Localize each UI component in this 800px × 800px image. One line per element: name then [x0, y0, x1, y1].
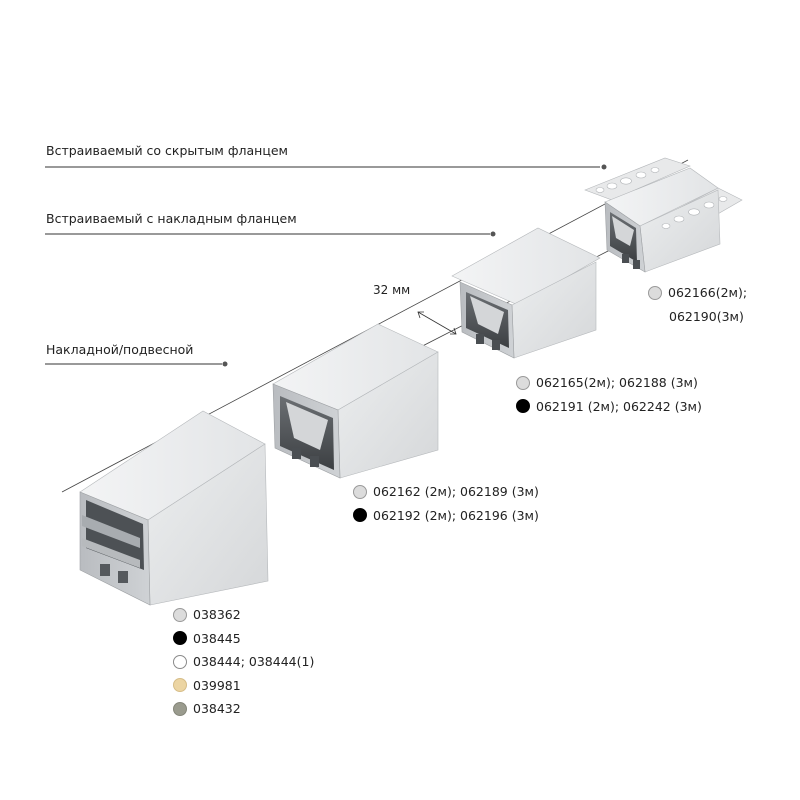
- color-swatch: [516, 399, 530, 414]
- color-swatch: [516, 375, 530, 390]
- color-swatch: [173, 678, 187, 693]
- color-swatch: [353, 484, 367, 499]
- article-code: 062165(2м); 062188 (3м): [536, 375, 698, 391]
- legend-item: 062162 (2м); 062189 (3м): [353, 480, 539, 504]
- color-swatch: [353, 508, 367, 523]
- profile-overlay-flange: [451, 227, 601, 359]
- legend-item: 062165(2м); 062188 (3м): [516, 371, 702, 395]
- article-code: 038432: [193, 701, 241, 717]
- article-code: 038444; 038444(1): [193, 654, 315, 670]
- legend-overlay-flange: 062165(2м); 062188 (3м) 062191 (2м); 062…: [516, 371, 702, 418]
- callout-dots: [222, 164, 607, 367]
- color-swatch: [173, 701, 187, 716]
- legend-item: 062166(2м);: [648, 281, 747, 305]
- legend-item: 038445: [173, 627, 314, 651]
- dimension-marker: [417, 311, 457, 335]
- article-code: 038445: [193, 630, 241, 646]
- legend-item: 038362: [173, 603, 314, 627]
- legend-item: 039981: [173, 674, 314, 698]
- legend-item: 038444; 038444(1): [173, 650, 314, 674]
- profile-surface: [79, 410, 269, 606]
- article-code: 062192 (2м); 062196 (3м): [373, 507, 539, 523]
- legend-item: 062192 (2м); 062196 (3м): [353, 504, 539, 528]
- article-code: 062166(2м);: [668, 285, 748, 301]
- legend-surface: 038362 038445 038444; 038444(1) 039981 0…: [173, 603, 314, 721]
- profile-mid: [272, 323, 439, 479]
- callout-overlay-flange: Встраиваемый с накладным фланцем: [46, 211, 297, 226]
- callout-hidden-flange: Встраиваемый со скрытым фланцем: [46, 143, 288, 158]
- legend-item: 062190(3м): [648, 305, 747, 329]
- dimension-label: 32 мм: [373, 283, 411, 297]
- color-swatch: [648, 285, 662, 300]
- color-swatch: [173, 607, 187, 622]
- profile-hidden-flange: [584, 157, 743, 273]
- color-swatch: [173, 631, 187, 646]
- article-code: 062191 (2м); 062242 (3м): [536, 398, 702, 414]
- article-code: 039981: [193, 677, 241, 693]
- callout-surface: Накладной/подвесной: [46, 342, 194, 357]
- legend-item: 062191 (2м); 062242 (3м): [516, 395, 702, 419]
- legend-mid: 062162 (2м); 062189 (3м) 062192 (2м); 06…: [353, 480, 539, 527]
- legend-hidden-flange: 062166(2м); 062190(3м): [648, 281, 747, 328]
- callout-lines: [45, 166, 600, 365]
- article-code: 062190(3м): [669, 308, 744, 324]
- article-code: 038362: [193, 607, 241, 623]
- color-swatch: [173, 654, 187, 669]
- article-code: 062162 (2м); 062189 (3м): [373, 484, 539, 500]
- legend-item: 038432: [173, 697, 314, 721]
